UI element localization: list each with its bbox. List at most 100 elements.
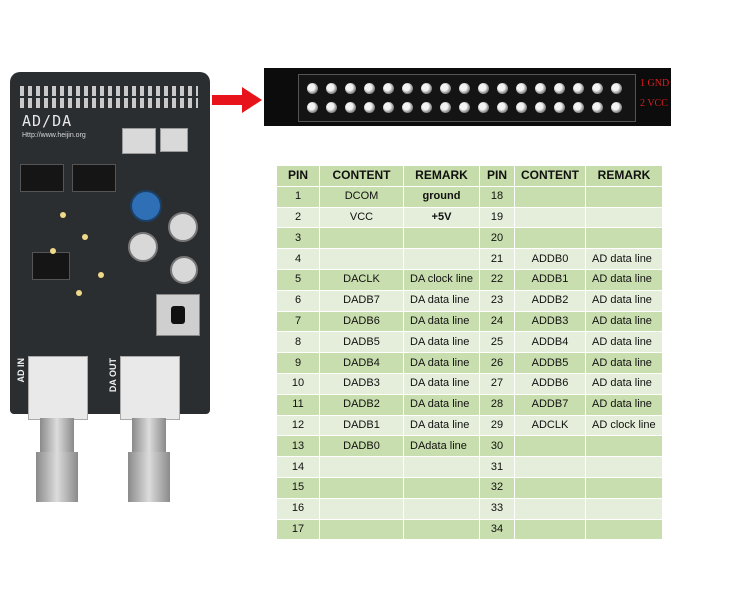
- pin-remark-cell: AD clock line: [585, 414, 663, 437]
- pin-remark-cell: [585, 476, 663, 499]
- led-pad: [98, 272, 104, 278]
- pin-content-cell: DADB6: [319, 310, 404, 333]
- pin-number-cell: 29: [479, 414, 515, 437]
- header-remark: REMARK: [403, 165, 480, 187]
- pin-remark-cell: AD data line: [585, 268, 663, 291]
- pin-content-cell: DADB0: [319, 435, 404, 458]
- pin-content-cell: ADDB6: [514, 372, 586, 395]
- pin-remark-cell: [585, 497, 663, 520]
- header-connector-image: 1 GND 2 VCC: [264, 68, 671, 126]
- pin-number-cell: 23: [479, 289, 515, 312]
- pin-remark-cell: AD data line: [585, 248, 663, 270]
- pin-remark-cell: [585, 456, 663, 478]
- pin-content-cell: ADDB1: [514, 268, 586, 291]
- header-pin: [326, 83, 337, 94]
- potentiometer: [130, 190, 162, 222]
- pin-remark-cell: DA data line: [403, 331, 480, 354]
- header-pin: [497, 83, 508, 94]
- pin-number-cell: 32: [479, 476, 515, 499]
- capacitor-3: [170, 256, 198, 284]
- header-pin: [307, 83, 318, 94]
- pin-number-cell: 1: [276, 185, 320, 208]
- header-pin: PIN: [479, 165, 515, 187]
- pin-content-cell: DADB5: [319, 331, 404, 354]
- pin-number-cell: 34: [479, 518, 515, 541]
- header-content: CONTENT: [319, 165, 404, 187]
- header-pin: [592, 83, 603, 94]
- pin-number-cell: 33: [479, 497, 515, 520]
- header-pin: [307, 102, 318, 113]
- pin-number-cell: 18: [479, 185, 515, 208]
- header-pin: [459, 102, 470, 113]
- pin-number-cell: 7: [276, 310, 320, 333]
- led-pad: [60, 212, 66, 218]
- led-pad: [76, 290, 82, 296]
- header-pin: [611, 102, 622, 113]
- pin-remark-cell: [403, 476, 480, 499]
- pin-remark-cell: DAdata line: [403, 435, 480, 458]
- bnc-da-neck: [132, 418, 166, 452]
- header-pin: [402, 83, 413, 94]
- pin-remark-cell: [403, 456, 480, 478]
- bnc-da-barrel: [128, 452, 170, 502]
- pin-content-cell: DCOM: [319, 185, 404, 208]
- pin-number-cell: 11: [276, 393, 320, 416]
- header-pin: [516, 83, 527, 94]
- pin-remark-cell: [403, 248, 480, 270]
- header-pin: [345, 102, 356, 113]
- header-pin: [592, 102, 603, 113]
- pin-number-cell: 13: [276, 435, 320, 458]
- pin-remark-cell: AD data line: [585, 289, 663, 312]
- pin2-vcc-label: 2 VCC: [640, 98, 668, 109]
- pin-remark-cell: AD data line: [585, 352, 663, 374]
- pin-number-cell: 17: [276, 518, 320, 541]
- header-pin: [554, 83, 565, 94]
- bnc-ad-neck: [40, 418, 74, 452]
- bnc-ad-base: [28, 356, 88, 420]
- pin-content-cell: DADB7: [319, 289, 404, 312]
- pin-remark-cell: AD data line: [585, 372, 663, 395]
- pin-remark-cell: [403, 497, 480, 520]
- pin-remark-cell: +5V: [403, 206, 480, 229]
- pin-number-cell: 28: [479, 393, 515, 416]
- header-remark: REMARK: [585, 165, 663, 187]
- header-pin: [440, 102, 451, 113]
- header-pin: [573, 83, 584, 94]
- pin-number-cell: 16: [276, 497, 320, 520]
- pin-number-cell: 24: [479, 310, 515, 333]
- pin-content-cell: [319, 248, 404, 270]
- ad-in-label: AD IN: [16, 358, 26, 383]
- pin-content-cell: [319, 456, 404, 478]
- pin-number-cell: 31: [479, 456, 515, 478]
- pin-remark-cell: [585, 227, 663, 250]
- pin-number-cell: 9: [276, 352, 320, 374]
- pin-content-cell: ADDB0: [514, 248, 586, 270]
- board-url: Http://www.heijin.org: [22, 132, 86, 139]
- pin-number-cell: 19: [479, 206, 515, 229]
- header-pin: [383, 83, 394, 94]
- push-switch: [156, 294, 200, 336]
- pin-remark-cell: [585, 435, 663, 458]
- pin-number-cell: 4: [276, 248, 320, 270]
- pin-content-cell: [514, 518, 586, 541]
- header-pin: [573, 102, 584, 113]
- header-pin: [478, 102, 489, 113]
- pin-number-cell: 10: [276, 372, 320, 395]
- pin-remark-cell: DA data line: [403, 352, 480, 374]
- header-pin: [421, 83, 432, 94]
- pin-number-cell: 26: [479, 352, 515, 374]
- pin-content-cell: DADB1: [319, 414, 404, 437]
- pin-remark-cell: AD data line: [585, 331, 663, 354]
- pin-content-cell: [514, 456, 586, 478]
- pin-number-cell: 15: [276, 476, 320, 499]
- pin-content-cell: [319, 227, 404, 250]
- pin-remark-cell: DA clock line: [403, 268, 480, 291]
- pin-number-cell: 27: [479, 372, 515, 395]
- pin-number-cell: 8: [276, 331, 320, 354]
- pin-number-cell: 5: [276, 268, 320, 291]
- pin-number-cell: 30: [479, 435, 515, 458]
